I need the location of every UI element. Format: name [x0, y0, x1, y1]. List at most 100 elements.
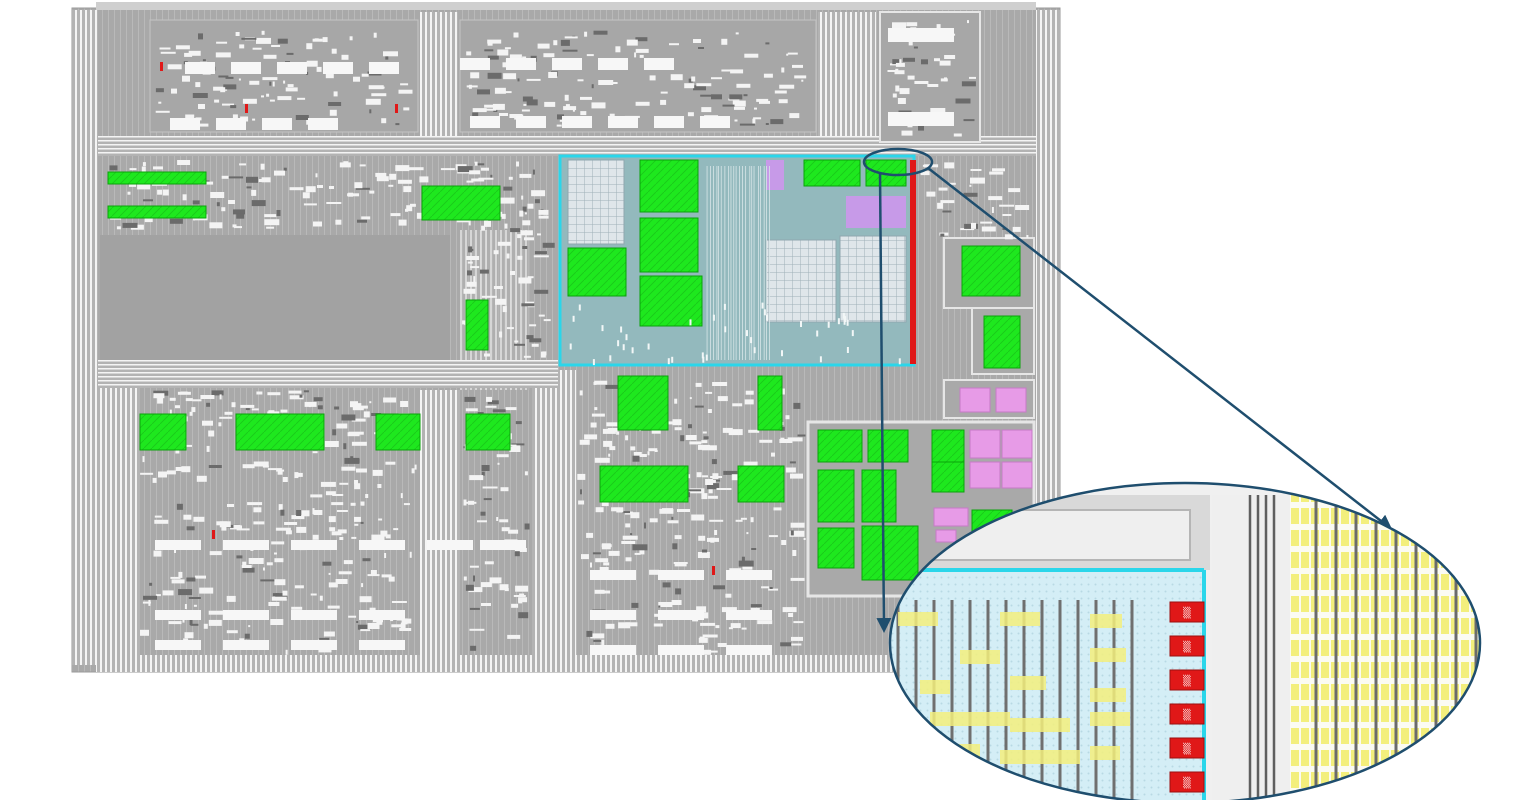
die-cell [894, 70, 905, 75]
die-cell [989, 171, 1004, 175]
channel-v1 [420, 12, 458, 152]
die-cell [728, 627, 733, 630]
die-cell [276, 210, 281, 216]
die-cell [797, 434, 806, 437]
die-cell [757, 620, 773, 625]
die-cell [234, 226, 242, 229]
die-cell [416, 212, 422, 219]
die-cell [357, 624, 371, 630]
die-cell [548, 72, 558, 78]
die-cell [175, 448, 180, 454]
callout-arrow-left [876, 171, 892, 633]
die-cell [185, 114, 195, 119]
die-cell [716, 488, 732, 490]
die-cell [738, 560, 754, 567]
zoom-yellow-patch [930, 712, 1010, 726]
die-cell [266, 562, 273, 566]
die-cell [942, 210, 952, 213]
die-cell [493, 250, 499, 255]
die-cell [586, 630, 593, 637]
die-cell [734, 119, 738, 122]
die-cell [260, 163, 265, 170]
die-red-mark [160, 62, 163, 71]
channel-h2 [98, 360, 558, 388]
die-cell [534, 251, 547, 255]
die-cell [613, 507, 621, 511]
die-cell [253, 521, 265, 525]
die-white-bar [427, 540, 473, 550]
die-cell [698, 47, 704, 49]
die-cell [603, 440, 613, 447]
die-cell [680, 435, 685, 442]
die-cell [786, 53, 789, 56]
highlight-cell [827, 321, 830, 328]
die-cell [159, 47, 171, 50]
die-cell [209, 222, 223, 229]
die-cell [526, 99, 538, 106]
die-cell [660, 99, 667, 105]
die-cell [343, 443, 347, 450]
die-cell [269, 99, 275, 102]
die-cell [466, 85, 478, 88]
die-cell [274, 579, 286, 586]
die-cell [365, 494, 369, 498]
die-cell [263, 567, 265, 571]
die-cell [523, 355, 531, 358]
die-cell [208, 610, 224, 615]
die-cell [691, 76, 696, 82]
die-cell [781, 67, 785, 73]
green-macro [599, 465, 689, 503]
die-cell [287, 84, 294, 88]
die-cell [701, 445, 717, 451]
die-cell [495, 298, 507, 305]
highlight-cell [842, 312, 845, 319]
die-cell [741, 556, 745, 563]
die-cell [630, 512, 640, 519]
die-cell [155, 594, 161, 597]
die-cell [244, 633, 250, 639]
die-cell [246, 186, 252, 189]
die-cell [526, 335, 534, 340]
die-white-bar [516, 116, 546, 128]
die-cell [689, 397, 692, 400]
die-cell [211, 390, 224, 396]
die-cell [357, 219, 367, 223]
die-cell [601, 639, 605, 646]
die-cell [469, 565, 479, 568]
die-cell [634, 52, 637, 58]
die-white-bar [726, 610, 772, 620]
highlight-cell [724, 326, 727, 333]
die-cell [168, 621, 182, 625]
die-cell [385, 461, 396, 465]
die-cell [639, 54, 644, 58]
die-cell [289, 187, 304, 191]
die-cell [474, 161, 478, 166]
die-cell [713, 585, 725, 590]
die-cell [591, 102, 606, 109]
die-cell [466, 501, 477, 504]
die-cell [710, 537, 715, 543]
die-white-bar [223, 540, 269, 550]
die-cell [288, 390, 302, 394]
die-cell [534, 199, 540, 204]
die-cell [319, 595, 323, 601]
die-cell [538, 314, 545, 317]
die-cell [580, 96, 592, 100]
die-cell [702, 549, 707, 553]
die-cell [625, 557, 632, 562]
die-cell [262, 465, 269, 468]
die-cell [748, 429, 760, 433]
green-macro [983, 315, 1021, 369]
die-cell [788, 613, 794, 617]
die-cell [487, 41, 493, 46]
die-cell [711, 94, 722, 100]
die-cell [529, 338, 542, 343]
die-cell [903, 57, 915, 62]
die-white-bar [460, 58, 490, 70]
die-cell [178, 589, 193, 596]
die-cell [693, 85, 706, 91]
bottom-io-row [96, 655, 1036, 672]
die-cell [794, 75, 807, 79]
die-cell [403, 186, 412, 193]
